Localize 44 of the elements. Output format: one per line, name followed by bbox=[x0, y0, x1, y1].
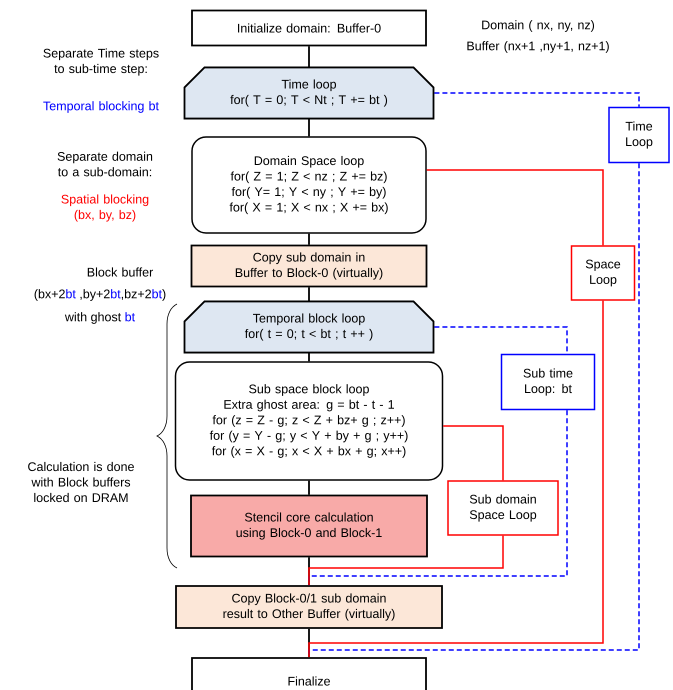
loop-label-box: Space Loop bbox=[570, 245, 636, 301]
label: bt bbox=[111, 289, 121, 298]
copy-box: Copy sub domain in Buffer to Block-0 (virtually) bbox=[190, 244, 428, 288]
connector bbox=[308, 234, 310, 245]
note-text: Domain ( nx, ny, nz) bbox=[482, 20, 594, 32]
annotation-text: Separate domain to a sub-domain: bbox=[58, 152, 152, 176]
loop-box: Time loop for( T = 0; T < Nt ; T += bt ) bbox=[184, 66, 434, 120]
loop-box: Domain Space loop for( Z = 1; Z < nz ; Z += bz) for( Y= 1; Y < ny ; Y += by) for( X = 1; X < nx ; X += bx) bbox=[191, 136, 427, 234]
annotation-text: Temporal blocking bt bbox=[43, 101, 159, 113]
label: (bx+2 bbox=[34, 289, 65, 301]
connector bbox=[308, 46, 310, 67]
note-text: Buffer (nx+1 ,ny+1, nz+1) bbox=[467, 41, 609, 53]
connector bbox=[308, 119, 310, 136]
connector bbox=[308, 480, 310, 495]
loop-label-box: Time Loop bbox=[608, 106, 670, 164]
connector bbox=[308, 628, 310, 658]
connector bbox=[308, 287, 310, 301]
loop-box: Temporal block loop for( t = 0; t < bt ; t ++ ) bbox=[184, 300, 434, 354]
calculation-box: Stencil core calculation using Block-0 and Block-1 bbox=[190, 494, 428, 558]
connector bbox=[434, 326, 568, 354]
annotation-text: Spatial blocking (bx, by, bz) bbox=[61, 194, 148, 222]
label: bt bbox=[66, 289, 76, 298]
copy-box: Copy Block-0/1 sub domain result to Other Buffer (virtually) bbox=[175, 585, 443, 629]
annotation-text: (bx+2bt ,by+2bt,bz+2bt) bbox=[34, 289, 166, 301]
label: ,by+2 bbox=[80, 289, 110, 301]
label: ,bz+2 bbox=[122, 289, 151, 300]
loop-label-box: Sub domain Space Loop bbox=[447, 480, 559, 536]
annotation-text: Block buffer bbox=[88, 267, 154, 277]
process-box: Initialize domain: Buffer-0 bbox=[191, 10, 427, 46]
annotation-text: Calculation is done with Block buffers locked on DRAM bbox=[28, 462, 134, 502]
connector bbox=[308, 353, 310, 362]
connector bbox=[308, 536, 504, 586]
loop-label-box: Sub time Loop: bt bbox=[500, 354, 596, 410]
connector bbox=[308, 557, 310, 586]
label: ) bbox=[162, 289, 166, 301]
connector bbox=[443, 425, 504, 480]
annotation-text: with ghost bt bbox=[64, 312, 135, 324]
connector bbox=[426, 169, 604, 246]
connector bbox=[434, 92, 640, 107]
label: bt bbox=[152, 289, 162, 298]
process-box: Finalize bbox=[191, 657, 427, 690]
connector bbox=[308, 300, 604, 658]
annotation-text: Separate Time steps to sub-time step: bbox=[43, 48, 159, 76]
loop-box: Sub space block loop Extra ghost area: g = bt - t - 1 for (z = Z - g; z < Z + bz+ g ; z++) for (y = Y - g; y < Y + by + g ; y++) for (x = X - g; x < X + bx + g; x++) bbox=[174, 361, 444, 481]
